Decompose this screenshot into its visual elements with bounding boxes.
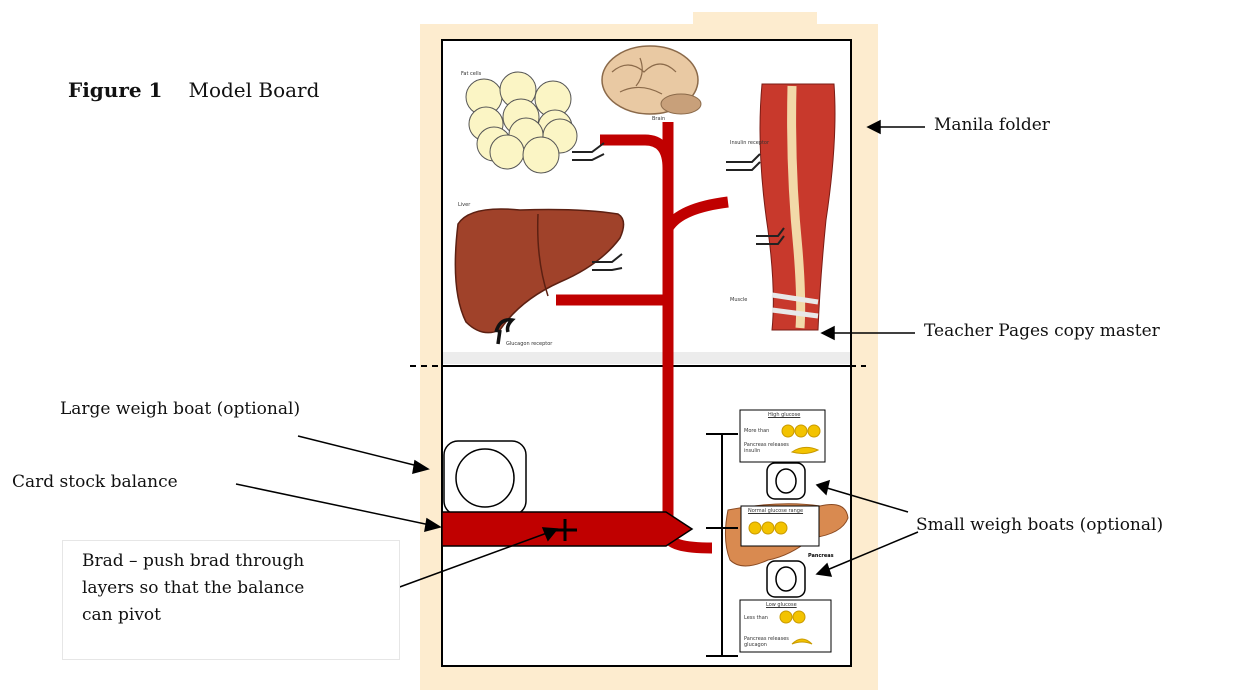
insulin-receptor-label: Insulin receptor [730, 140, 769, 146]
small-weigh-boats-label: Small weigh boats (optional) [916, 515, 1163, 535]
large-weigh-boat-well [456, 449, 514, 507]
page-bottom-band [443, 352, 850, 364]
small-weigh-boat-lower-well [776, 567, 796, 591]
brad-callout-text: Brad – push brad through layers so that … [82, 548, 304, 629]
high-glucose-card-compare: More than [744, 428, 769, 434]
low-glucose-card-release: Pancreas releases glucagon [744, 636, 794, 648]
fat-cells-label: Fat cells [461, 71, 481, 77]
high-glucose-card-title: High glucose [768, 412, 800, 418]
normal-glucose-card-title: Normal glucose range [748, 508, 803, 514]
muscle-label: Muscle [730, 297, 747, 303]
figure-title-text: Model Board [188, 78, 319, 102]
card-stock-balance-label: Card stock balance [12, 472, 178, 492]
teacher-pages-label: Teacher Pages copy master [924, 321, 1160, 341]
brad-text-line-2: layers so that the balance [82, 575, 304, 602]
brain-label: Brain [652, 116, 665, 122]
manila-folder-label: Manila folder [934, 115, 1050, 135]
glucagon-receptor-label: Glucagon receptor [506, 341, 552, 347]
figure-title: Figure 1 Model Board [68, 78, 319, 102]
liver-label: Liver [458, 202, 470, 208]
pancreas-label: Pancreas [808, 553, 834, 559]
small-weigh-boat-upper-well [776, 469, 796, 493]
brad-text-line-3: can pivot [82, 602, 304, 629]
figure-number: Figure 1 [68, 78, 162, 102]
brad-text-line-1: Brad – push brad through [82, 548, 304, 575]
low-glucose-card-compare: Less than [744, 615, 768, 621]
low-glucose-card-title: Low glucose [766, 602, 797, 608]
glucose-tokens-normal [749, 522, 787, 534]
large-weigh-boat-label: Large weigh boat (optional) [60, 399, 300, 419]
high-glucose-card-release: Pancreas releases insulin [744, 442, 790, 454]
